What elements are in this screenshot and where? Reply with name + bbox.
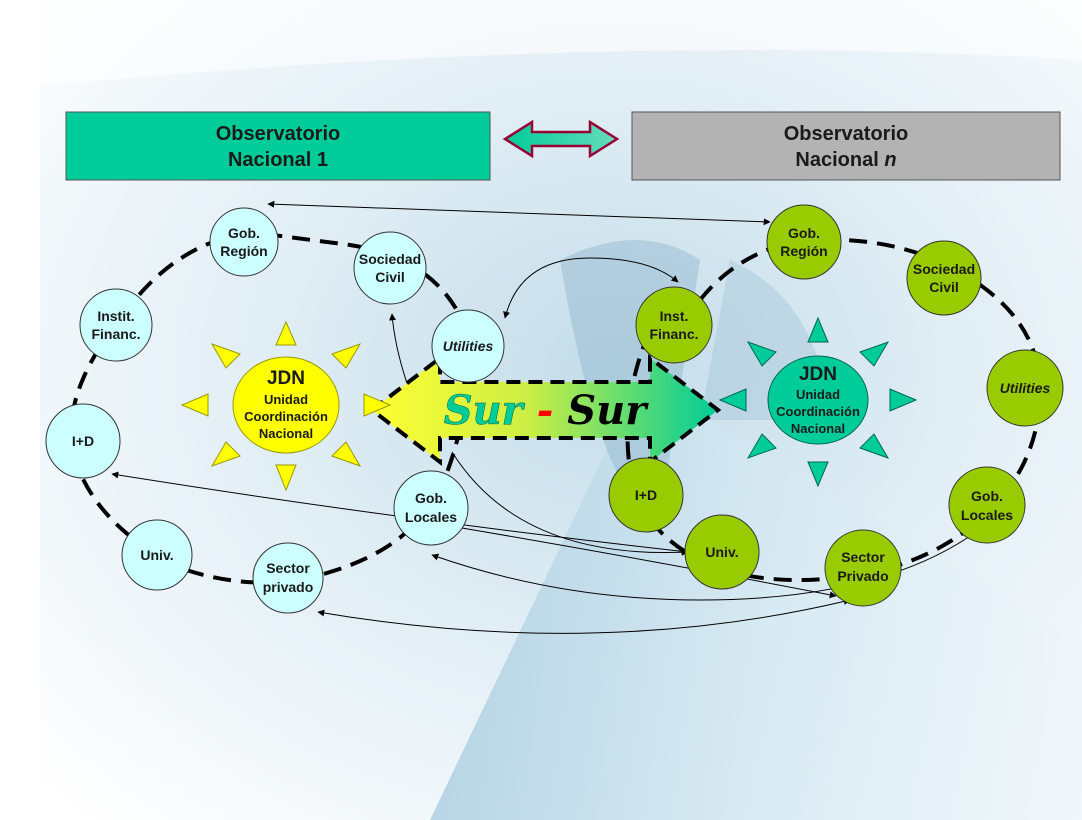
svg-text:privado: privado [263, 579, 314, 595]
left-node-gob-locales: Gob. Locales [393, 470, 469, 546]
left-jdn-line2: Coordinación [244, 409, 328, 424]
left-node-instit-financ: Instit. Financ. [79, 288, 153, 362]
svg-text:Locales: Locales [405, 509, 457, 525]
svg-text:Gob.: Gob. [788, 225, 820, 241]
box-left-line1: Observatorio [216, 123, 340, 145]
svg-text:Gob.: Gob. [228, 225, 260, 241]
right-node-sociedad-civil: Sociedad Civil [906, 240, 982, 316]
svg-text:Gob.: Gob. [415, 490, 447, 506]
svg-text:I+D: I+D [72, 433, 94, 449]
left-node-sector-privado: Sector privado [252, 542, 324, 614]
svg-text:Financ.: Financ. [649, 326, 698, 342]
left-jdn-line1: Unidad [264, 392, 308, 407]
svg-text:Univ.: Univ. [705, 544, 738, 560]
svg-text:Sector: Sector [841, 549, 885, 565]
right-node-univ: Univ. [684, 514, 760, 590]
box-left-line2: Nacional 1 [228, 149, 328, 171]
observatorio-nacional-1-box: Observatorio Nacional 1 [65, 111, 491, 181]
right-jdn-line3: Nacional [791, 421, 845, 436]
box-right-line2: Nacional n [795, 149, 896, 171]
left-node-gob-region: Gob. Región [209, 207, 279, 277]
left-jdn-line3: Nacional [259, 426, 313, 441]
left-node-i-d: I+D [45, 403, 121, 479]
svg-text:Privado: Privado [837, 568, 888, 584]
svg-text:Locales: Locales [961, 507, 1013, 523]
svg-text:Gob.: Gob. [971, 488, 1003, 504]
right-node-gob-locales: Gob. Locales [948, 466, 1026, 544]
svg-text:Sociedad: Sociedad [359, 251, 421, 267]
right-node-i-d: I+D [608, 457, 684, 533]
svg-text:Región: Región [780, 243, 827, 259]
right-node-gob-region: Gob. Región [766, 204, 842, 280]
right-jdn-sun: JDN Unidad Coordinación Nacional [718, 316, 918, 488]
left-jdn-sun: JDN Unidad Coordinación Nacional [180, 320, 392, 492]
arrow-sectorprivado-link [317, 598, 851, 634]
svg-text:Utilities: Utilities [1000, 380, 1051, 396]
svg-text:Sociedad: Sociedad [913, 261, 975, 277]
arrow-gobloc-sectorprivado [461, 527, 837, 599]
svg-text:Financ.: Financ. [91, 326, 140, 342]
svg-text:Inst.: Inst. [660, 308, 689, 324]
svg-text:Civil: Civil [375, 269, 405, 285]
right-jdn-line1: Unidad [796, 387, 840, 402]
box-right-line1: Observatorio [784, 123, 908, 145]
left-node-univ: Univ. [121, 519, 193, 591]
svg-text:Región: Región [220, 243, 267, 259]
svg-text:I+D: I+D [635, 487, 657, 503]
left-node-sociedad-civil: Sociedad Civil [353, 231, 427, 305]
svg-text:Sector: Sector [266, 560, 310, 576]
svg-text:Univ.: Univ. [140, 547, 173, 563]
sur-sur-arrow: Sur - Sur [368, 353, 722, 467]
svg-text:Utilities: Utilities [443, 338, 494, 354]
arrow-to-sociedad-civil [389, 313, 411, 393]
right-node-sector-privado: Sector Privado [824, 529, 902, 607]
left-node-utilities: Utilities [431, 309, 505, 383]
observatorio-nacional-n-box: Observatorio Nacional n [631, 111, 1061, 181]
double-arrow-between-boxes [502, 119, 620, 159]
right-jdn-line2: Coordinación [776, 404, 860, 419]
left-nodes: Gob. Región Sociedad Civil Utilities Ins… [45, 207, 505, 614]
right-jdn-title: JDN [799, 364, 837, 385]
right-node-inst-financ: Inst. Financ. [635, 286, 713, 364]
svg-text:Civil: Civil [929, 279, 959, 295]
svg-text:Instit.: Instit. [97, 308, 134, 324]
right-nodes: Gob. Región Sociedad Civil Inst. Financ.… [608, 204, 1064, 607]
arrow-gobregion-link [267, 200, 771, 226]
sur-sur-label: Sur - Sur [444, 387, 650, 434]
left-jdn-title: JDN [267, 368, 305, 389]
right-node-utilities: Utilities [986, 349, 1064, 427]
arrow-utilities-instfinanc [503, 257, 679, 319]
